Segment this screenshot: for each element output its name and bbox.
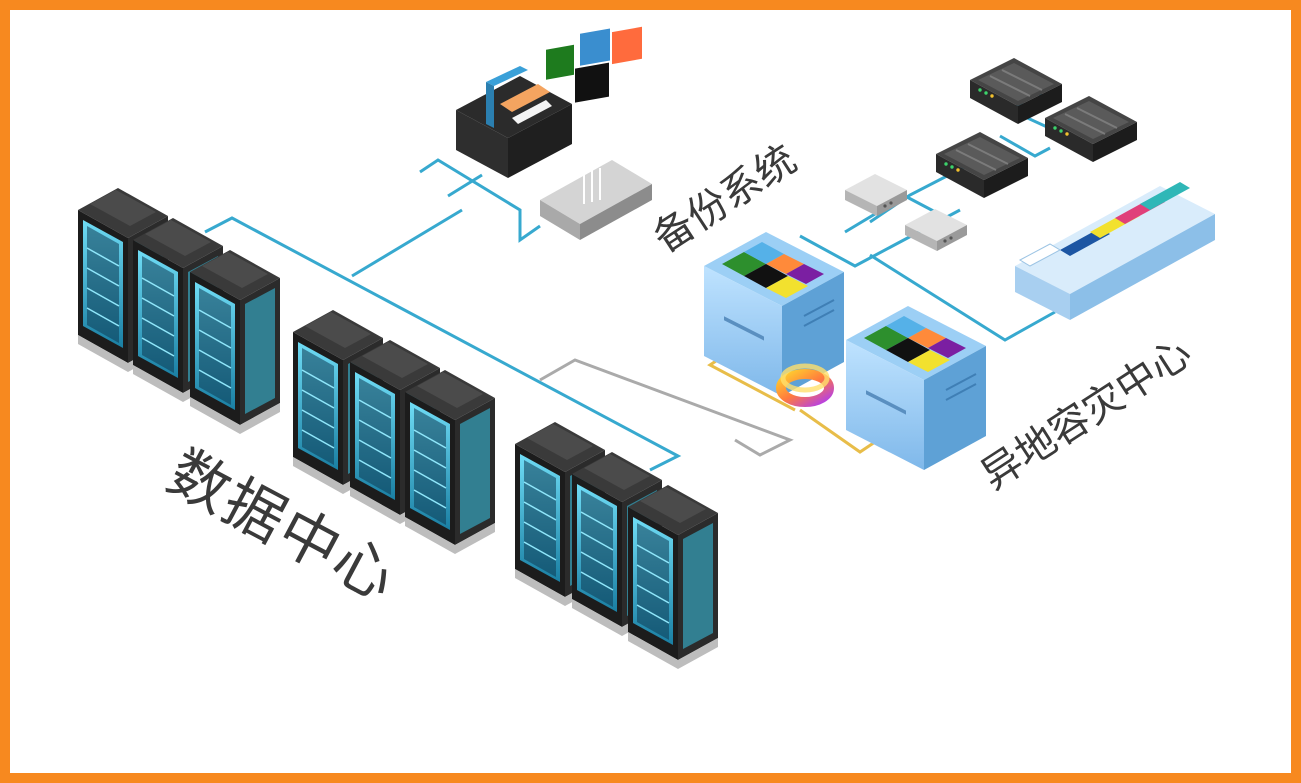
blade-server-icon xyxy=(1044,95,1138,163)
tape-library-icon xyxy=(1015,182,1215,320)
router-icon xyxy=(845,174,907,216)
link-backup-fork xyxy=(419,158,541,243)
blade-server-icon xyxy=(969,57,1063,125)
link-dc-backbone xyxy=(204,216,682,472)
link-backup-box xyxy=(447,173,483,198)
server-rack-icon xyxy=(627,484,719,670)
rack-group-1 xyxy=(77,187,281,435)
rack-group-3 xyxy=(514,421,719,670)
router-icon xyxy=(905,209,967,251)
link-dc-to-backup xyxy=(351,208,463,278)
server-rack-icon xyxy=(404,369,496,555)
link-tape-library xyxy=(869,253,1056,342)
link-dc-to-dr xyxy=(539,358,794,457)
storage-box-icon xyxy=(456,66,572,178)
replication-ring-icon xyxy=(776,363,834,407)
server-rack-icon xyxy=(189,249,281,435)
backup-appliance-icon xyxy=(540,26,652,240)
blade-server-icon xyxy=(935,131,1029,199)
link-blade-lower xyxy=(999,134,1051,158)
storage-array-icon xyxy=(845,305,987,471)
